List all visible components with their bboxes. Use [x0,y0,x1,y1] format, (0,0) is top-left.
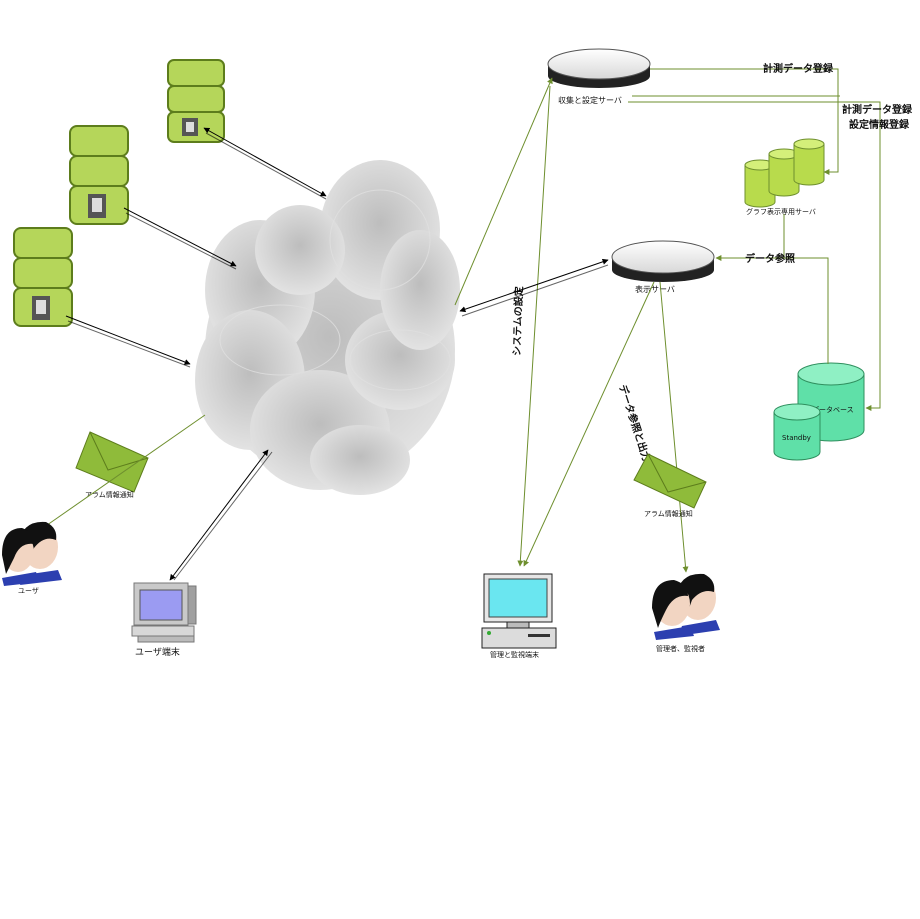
display-server-label: 表示サーバ [635,284,675,294]
alarm-left-label: アラム情報通知 [85,490,134,499]
server-rack-icon [13,227,73,327]
graph-server-cylinders [744,138,825,208]
server-rack-icon [69,125,129,225]
user-people-icon [2,521,62,586]
admin-terminal-label: 管理と監視端末 [490,650,539,659]
server-rack-icon [167,59,225,143]
setting-register-label: 設定情報登録 [849,118,910,131]
graph-server-label: グラフ表示専用サーバ [746,207,816,216]
cloud-display-link [459,258,609,317]
user-label: ユーザ [18,587,39,595]
collect-server-disk [547,48,651,88]
admins-label: 管理者、監視者 [656,644,705,653]
data-ref-output-label: データ参照と出力 [616,383,653,463]
data-ref-label: データ参照 [745,252,795,265]
data-ref-output-line [523,281,689,573]
measure-register-label-2: 計測データ登録 [842,103,913,116]
measure-register-line [628,68,881,411]
alarm-left-line [39,414,206,531]
standby-cylinder [773,403,821,461]
measure-register-label-1: 計測データ登録 [763,62,834,75]
database-label: データベース [812,405,854,414]
rack-cloud-link [65,127,327,368]
admins-people-icon [652,573,720,640]
mail-icon [633,453,707,509]
user-terminal-icon [131,582,197,643]
display-server-disk [611,240,715,282]
admin-terminal-icon [481,573,557,649]
data-ref-line [715,214,829,364]
user-terminal-label: ユーザ端末 [135,646,180,658]
system-setting-line [454,77,553,567]
mail-icon [75,431,149,493]
cloud-terminal-link [169,449,273,581]
alarm-right-label: アラム情報通知 [644,509,693,518]
standby-label: Standby [782,434,811,442]
internet-cloud [195,160,460,495]
collect-server-label: 収集と設定サーバ [558,95,622,105]
